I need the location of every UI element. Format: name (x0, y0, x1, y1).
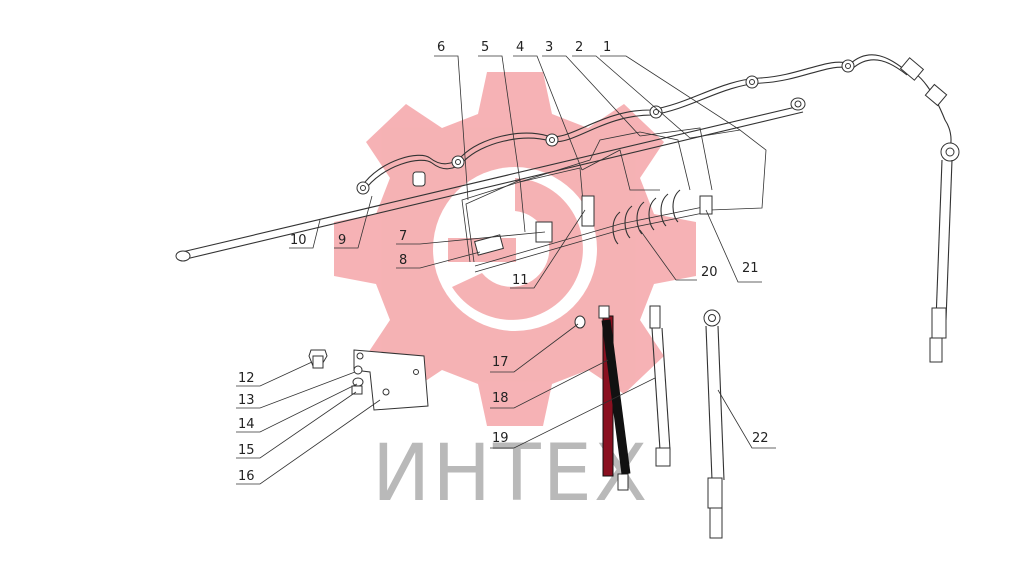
callout-4: 4 (516, 40, 524, 55)
watermark-text: ИНТЕХ (372, 429, 649, 519)
callout-15: 15 (238, 443, 255, 458)
callout-20: 20 (701, 265, 718, 280)
gear-swirl (452, 178, 583, 320)
callout-2: 2 (575, 40, 583, 55)
callout-21: 21 (742, 261, 759, 276)
callout-3: 3 (545, 40, 553, 55)
bracket-parts (308, 349, 429, 411)
leader-lines (236, 55, 776, 485)
callout-1: 1 (603, 40, 611, 55)
callout-22: 22 (752, 431, 769, 446)
callout-19: 19 (492, 431, 509, 446)
return-pipe-9 (356, 54, 960, 363)
callout-10: 10 (290, 233, 307, 248)
fuel-rail-assembly (474, 189, 713, 256)
callout-13: 13 (238, 393, 255, 408)
callout-5: 5 (481, 40, 489, 55)
callout-11: 11 (512, 273, 529, 288)
callout-7: 7 (399, 229, 407, 244)
injection-pipes (461, 127, 767, 273)
callout-16: 16 (238, 469, 255, 484)
callout-9: 9 (338, 233, 346, 248)
callout-labels: 1 2 3 4 5 6 7 8 9 10 11 12 13 14 15 16 1… (238, 40, 769, 484)
callout-8: 8 (399, 253, 407, 268)
callout-6: 6 (437, 40, 445, 55)
callout-18: 18 (492, 391, 509, 406)
callout-14: 14 (238, 417, 255, 432)
callout-17: 17 (492, 355, 509, 370)
callout-12: 12 (238, 371, 255, 386)
